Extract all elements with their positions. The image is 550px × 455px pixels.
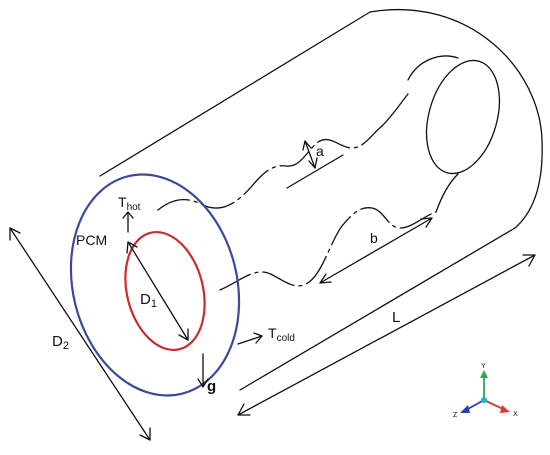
t-hot-arrowhead xyxy=(122,211,134,219)
dimension-D1: D1 xyxy=(126,241,189,341)
axis-y-label: Y xyxy=(481,363,486,370)
dimension-L-arrowhead-right xyxy=(522,254,536,267)
dimension-D1-arrow xyxy=(127,241,189,341)
t-hot-indicator: Thot xyxy=(118,194,141,233)
t-cold-indicator: Tcold xyxy=(237,325,295,345)
gravity-indicator: g xyxy=(197,353,216,395)
dimension-a-arrowhead-bottom xyxy=(308,157,318,169)
dimension-D2: D2 xyxy=(9,227,151,441)
dimension-D2-arrow xyxy=(9,227,151,441)
axis-x-arrowhead xyxy=(500,405,510,413)
far-end-inner-ellipse xyxy=(425,59,501,175)
label-D2: D2 xyxy=(52,333,69,352)
dimension-b: b xyxy=(319,217,433,284)
far-end-back-rim xyxy=(407,55,459,81)
dimension-L-arrow xyxy=(237,254,536,416)
outer-cylinder-top-edge xyxy=(99,11,371,177)
label-b: b xyxy=(370,230,378,246)
dimension-a-arrowhead-top xyxy=(302,140,312,151)
dimension-a: a xyxy=(286,140,344,189)
label-t-cold: Tcold xyxy=(268,325,295,344)
outer-cylinder-bottom-edge xyxy=(239,227,516,391)
label-g: g xyxy=(207,378,216,395)
axis-z-line xyxy=(465,399,485,411)
dimension-D2-arrowhead-bottom xyxy=(139,427,151,441)
axis-z-arrowhead xyxy=(460,405,470,413)
axis-z-label: Z xyxy=(453,412,458,419)
dimension-D1-arrowhead-top xyxy=(126,241,138,254)
coordinate-triad: Y X Z xyxy=(453,363,518,419)
dimension-L-arrowhead-left xyxy=(237,403,251,416)
dimension-b-arrow xyxy=(319,217,433,284)
label-pcm: PCM xyxy=(76,232,107,248)
dimension-a-reference-line xyxy=(286,154,344,189)
wavy-inner-tube-top-tail xyxy=(381,93,409,127)
wavy-inner-tube-bottom xyxy=(219,207,437,291)
dimension-D1-arrowhead-bottom xyxy=(178,328,189,341)
dimension-a-arrow xyxy=(304,140,316,169)
t-cold-arrowhead xyxy=(253,332,263,344)
gravity-arrowhead xyxy=(197,378,209,388)
outer-ring xyxy=(69,173,241,397)
dimension-b-arrowhead-left xyxy=(319,273,332,284)
t-cold-arrow xyxy=(237,335,263,345)
label-L: L xyxy=(392,309,400,326)
outer-cylinder xyxy=(99,9,543,391)
wavy-inner-tube-top xyxy=(157,125,383,211)
dimension-D2-arrowhead-top xyxy=(9,227,21,241)
dimension-L: L xyxy=(237,254,536,416)
axis-x-label: X xyxy=(513,411,518,418)
axis-origin xyxy=(481,397,487,403)
outer-cylinder-far-end xyxy=(369,9,543,229)
inner-tube-far-end xyxy=(407,55,501,175)
wavy-inner-tube-bottom-tail xyxy=(435,173,459,213)
label-a: a xyxy=(316,143,324,159)
label-D1: D1 xyxy=(140,291,157,310)
label-t-hot: Thot xyxy=(118,194,141,213)
dimension-b-arrowhead-right xyxy=(420,217,433,228)
inner-ring xyxy=(124,230,206,352)
axis-y-arrowhead xyxy=(480,370,488,378)
